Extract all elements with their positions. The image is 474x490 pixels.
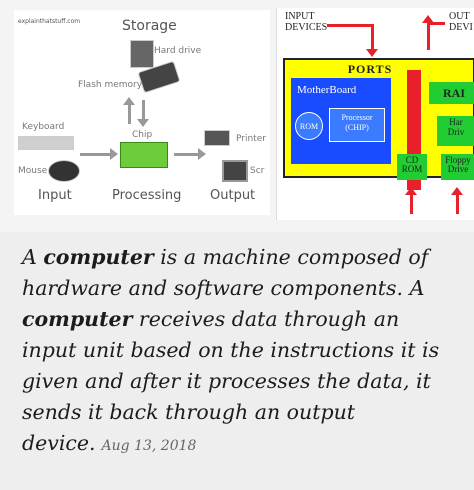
- snippet-text-part: receives data through an input unit base…: [22, 307, 440, 455]
- chip-label: Chip: [132, 130, 153, 140]
- motherboard-label: MotherBoard: [297, 84, 357, 96]
- motherboard-diagram-image[interactable]: INPUT DEVICES OUT DEVI PORTS MotherBoard…: [276, 8, 474, 220]
- chip-icon: [120, 142, 168, 168]
- floppy-drive-block: Floppy Drive: [441, 154, 474, 180]
- mouse-icon: [48, 160, 80, 182]
- printer-icon: [204, 130, 230, 146]
- output-devices-label: OUT DEVI: [449, 11, 473, 33]
- arrow-down-icon: [137, 100, 149, 127]
- storage-label: Storage: [122, 18, 177, 34]
- red-connector: [427, 22, 445, 25]
- red-arrow-up-icon: [405, 187, 417, 214]
- processor-label: Processor (CHIP): [329, 108, 385, 142]
- snippet-text: A computer is a machine composed of hard…: [22, 242, 458, 462]
- red-arrow-up-icon: [451, 187, 463, 214]
- screen-icon: [222, 160, 248, 182]
- hard-drive-icon: [130, 40, 154, 68]
- arrow-right-icon: [80, 148, 118, 160]
- image-source: explainthatstuff.com: [18, 18, 81, 25]
- input-devices-label: INPUT DEVICES: [285, 11, 328, 33]
- processing-label: Processing: [112, 188, 182, 203]
- keyboard-label: Keyboard: [22, 122, 65, 132]
- hard-drive-label: Hard drive: [154, 46, 202, 56]
- mouse-label: Mouse: [18, 166, 48, 176]
- computer-io-diagram-image[interactable]: explainthatstuff.com Storage Hard drive …: [14, 10, 270, 215]
- motherboard-block: MotherBoard ROM Processor (CHIP): [291, 78, 391, 164]
- snippet-date: Aug 13, 2018: [101, 438, 197, 454]
- keyword-highlight: computer: [22, 307, 133, 331]
- arrow-right-icon: [174, 148, 206, 160]
- cd-rom-block: CD ROM: [397, 154, 427, 180]
- output-label: Output: [210, 188, 256, 203]
- keyword-highlight: computer: [43, 245, 154, 269]
- red-arrow-down-icon: [366, 24, 378, 57]
- image-strip[interactable]: explainthatstuff.com Storage Hard drive …: [0, 0, 474, 232]
- input-label: Input: [38, 188, 72, 203]
- screen-label: Scr: [250, 166, 265, 176]
- snippet-text-part: A: [22, 245, 44, 269]
- keyboard-icon: [18, 136, 74, 150]
- hard-drive-block: Har Driv: [437, 116, 474, 146]
- ram-label: RAI: [429, 82, 474, 104]
- ports-label: PORTS: [347, 62, 393, 76]
- red-connector: [327, 24, 373, 27]
- snippet-text-part: is a machine composed of hardware and so…: [22, 245, 429, 300]
- red-arrow-up-icon: [422, 15, 434, 50]
- arrow-up-icon: [123, 97, 135, 124]
- rom-label: ROM: [295, 112, 323, 140]
- flash-memory-label: Flash memory: [78, 80, 143, 90]
- printer-label: Printer: [236, 134, 266, 144]
